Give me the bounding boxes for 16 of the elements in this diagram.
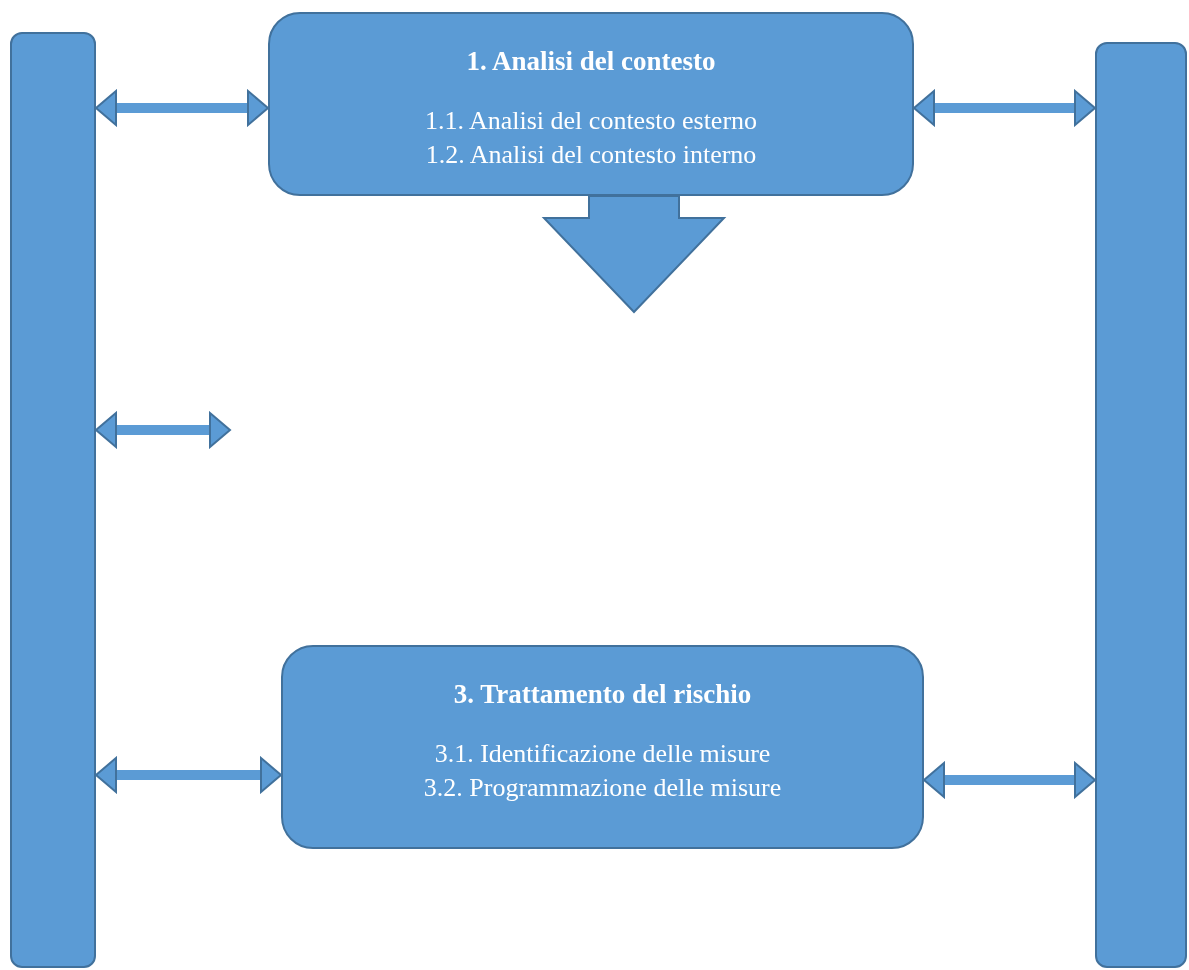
block-arrow <box>541 195 727 314</box>
side-bar <box>10 32 96 968</box>
double-arrow <box>923 762 1096 798</box>
substep-text: 1.2. Analisi del contesto interno <box>424 139 758 171</box>
side-bar <box>1095 42 1187 968</box>
process-box <box>268 12 914 196</box>
double-arrow <box>95 412 231 448</box>
substep-text: 1.1. Analisi del contesto esterno <box>423 105 759 137</box>
double-arrow <box>913 90 1096 126</box>
process-box <box>281 645 924 849</box>
double-arrow <box>95 90 269 126</box>
double-arrow <box>95 757 282 793</box>
substep-text: 3.1. Identificazione delle misure <box>433 738 772 770</box>
step-title: 1. Analisi del contesto <box>465 45 717 78</box>
substep-text: 3.2. Programmazione delle misure <box>422 772 783 804</box>
step-title: 3. Trattamento del rischio <box>452 678 753 711</box>
